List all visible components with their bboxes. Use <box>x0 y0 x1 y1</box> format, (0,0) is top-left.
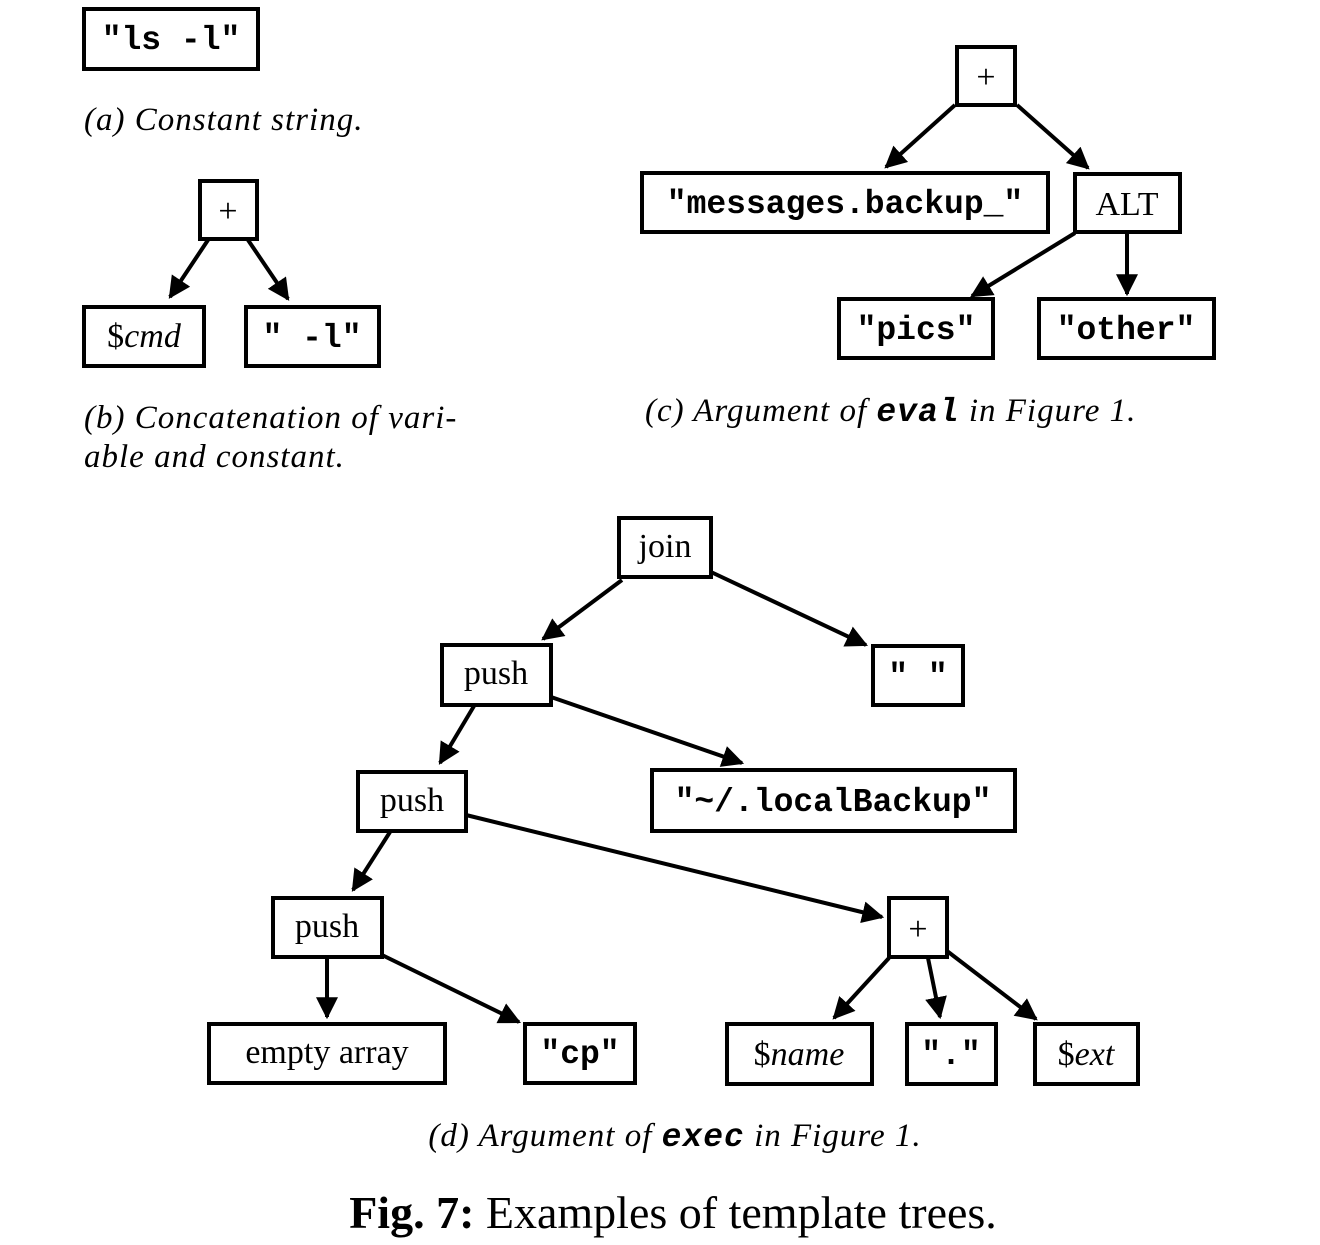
caption-a: (a) Constant string. <box>84 102 363 138</box>
edge-d-join-push1 <box>541 578 624 641</box>
edge-c-plus-alt <box>1015 103 1090 170</box>
node-d-ext-label: $ext <box>1058 1036 1116 1073</box>
node-b-cmd <box>82 305 206 368</box>
node-d-push1-label: push <box>464 655 528 692</box>
edge-d-push2-plus <box>465 813 885 923</box>
node-d-push2-label: push <box>380 782 444 819</box>
edge-b-plus-const <box>246 238 290 301</box>
node-c-alt <box>1073 172 1182 234</box>
node-d-plus <box>887 896 949 959</box>
node-d-name <box>725 1022 874 1086</box>
caption-b-line2: able and constant. <box>84 439 345 475</box>
node-c-messages <box>640 171 1050 234</box>
edge-d-plus-dot <box>925 957 947 1020</box>
node-c-messages-label: "messages.backup_" <box>667 186 1023 223</box>
node-c-pics <box>837 297 995 360</box>
subfigure-d: join push " " push "~/.localBackup" push… <box>207 516 1140 1156</box>
node-d-cp-label: "cp" <box>540 1036 619 1073</box>
subfigure-a: "ls -l" (a) Constant string. <box>82 7 363 138</box>
node-c-alt-label: ALT <box>1096 186 1159 223</box>
node-c-other <box>1037 297 1216 360</box>
node-d-push2 <box>356 770 468 833</box>
edge-c-plus-messages <box>884 103 957 169</box>
node-c-pics-label: "pics" <box>857 312 976 349</box>
node-d-cp <box>523 1022 637 1085</box>
node-b-plus <box>198 179 259 241</box>
node-d-plus-label: + <box>908 911 927 948</box>
node-d-localbackup <box>650 768 1017 833</box>
node-d-dot <box>905 1022 998 1086</box>
node-d-push3 <box>271 896 384 959</box>
node-b-const-label: " -l" <box>262 320 361 357</box>
node-ls-l-label: "ls -l" <box>102 22 241 59</box>
node-d-join-label: join <box>638 528 692 565</box>
node-d-space <box>871 644 965 707</box>
node-b-const <box>244 305 381 368</box>
edge-d-plus-name <box>832 956 891 1020</box>
node-d-push3-label: push <box>295 908 359 945</box>
node-d-name-label: $name <box>754 1036 845 1073</box>
edge-d-push3-cp <box>381 953 521 1024</box>
node-ls-l <box>82 7 260 71</box>
node-c-plus <box>955 45 1017 107</box>
node-b-plus-label: + <box>218 193 237 230</box>
node-c-other-label: "other" <box>1057 312 1196 349</box>
figure-caption: Fig. 7: Examples of template trees. <box>349 1187 997 1238</box>
edge-d-push1-localbackup <box>550 695 745 767</box>
node-d-join <box>617 516 713 579</box>
node-d-push1 <box>440 643 553 707</box>
node-d-ext <box>1033 1022 1140 1086</box>
edge-d-push2-push3 <box>351 830 392 892</box>
node-d-dot-label: "." <box>921 1037 980 1074</box>
node-d-localbackup-label: "~/.localBackup" <box>675 784 992 821</box>
figure-caption-text: Examples of template trees. <box>474 1187 996 1238</box>
subfigure-b: + $cmd " -l" (b) Concatenation of vari- … <box>82 179 457 475</box>
edge-b-plus-cmd <box>168 238 210 299</box>
node-d-space-label: " " <box>888 659 947 696</box>
node-b-cmd-label: $cmd <box>107 318 182 355</box>
caption-d: (d) Argument of exec in Figure 1. <box>428 1118 921 1156</box>
caption-c: (c) Argument of eval in Figure 1. <box>645 393 1136 431</box>
caption-b-line1: (b) Concatenation of vari- <box>84 400 457 436</box>
edge-d-plus-ext <box>945 949 1038 1021</box>
node-d-empty-array-label: empty array <box>245 1034 408 1071</box>
edge-c-alt-pics <box>970 231 1077 298</box>
edge-d-join-space <box>710 570 868 647</box>
node-d-empty-array <box>207 1022 447 1085</box>
figure-label: Fig. 7: <box>349 1187 474 1238</box>
subfigure-c: + "messages.backup_" ALT "pics" "other" … <box>640 45 1216 431</box>
node-c-plus-label: + <box>976 59 995 96</box>
edge-d-push1-push2 <box>438 704 476 765</box>
